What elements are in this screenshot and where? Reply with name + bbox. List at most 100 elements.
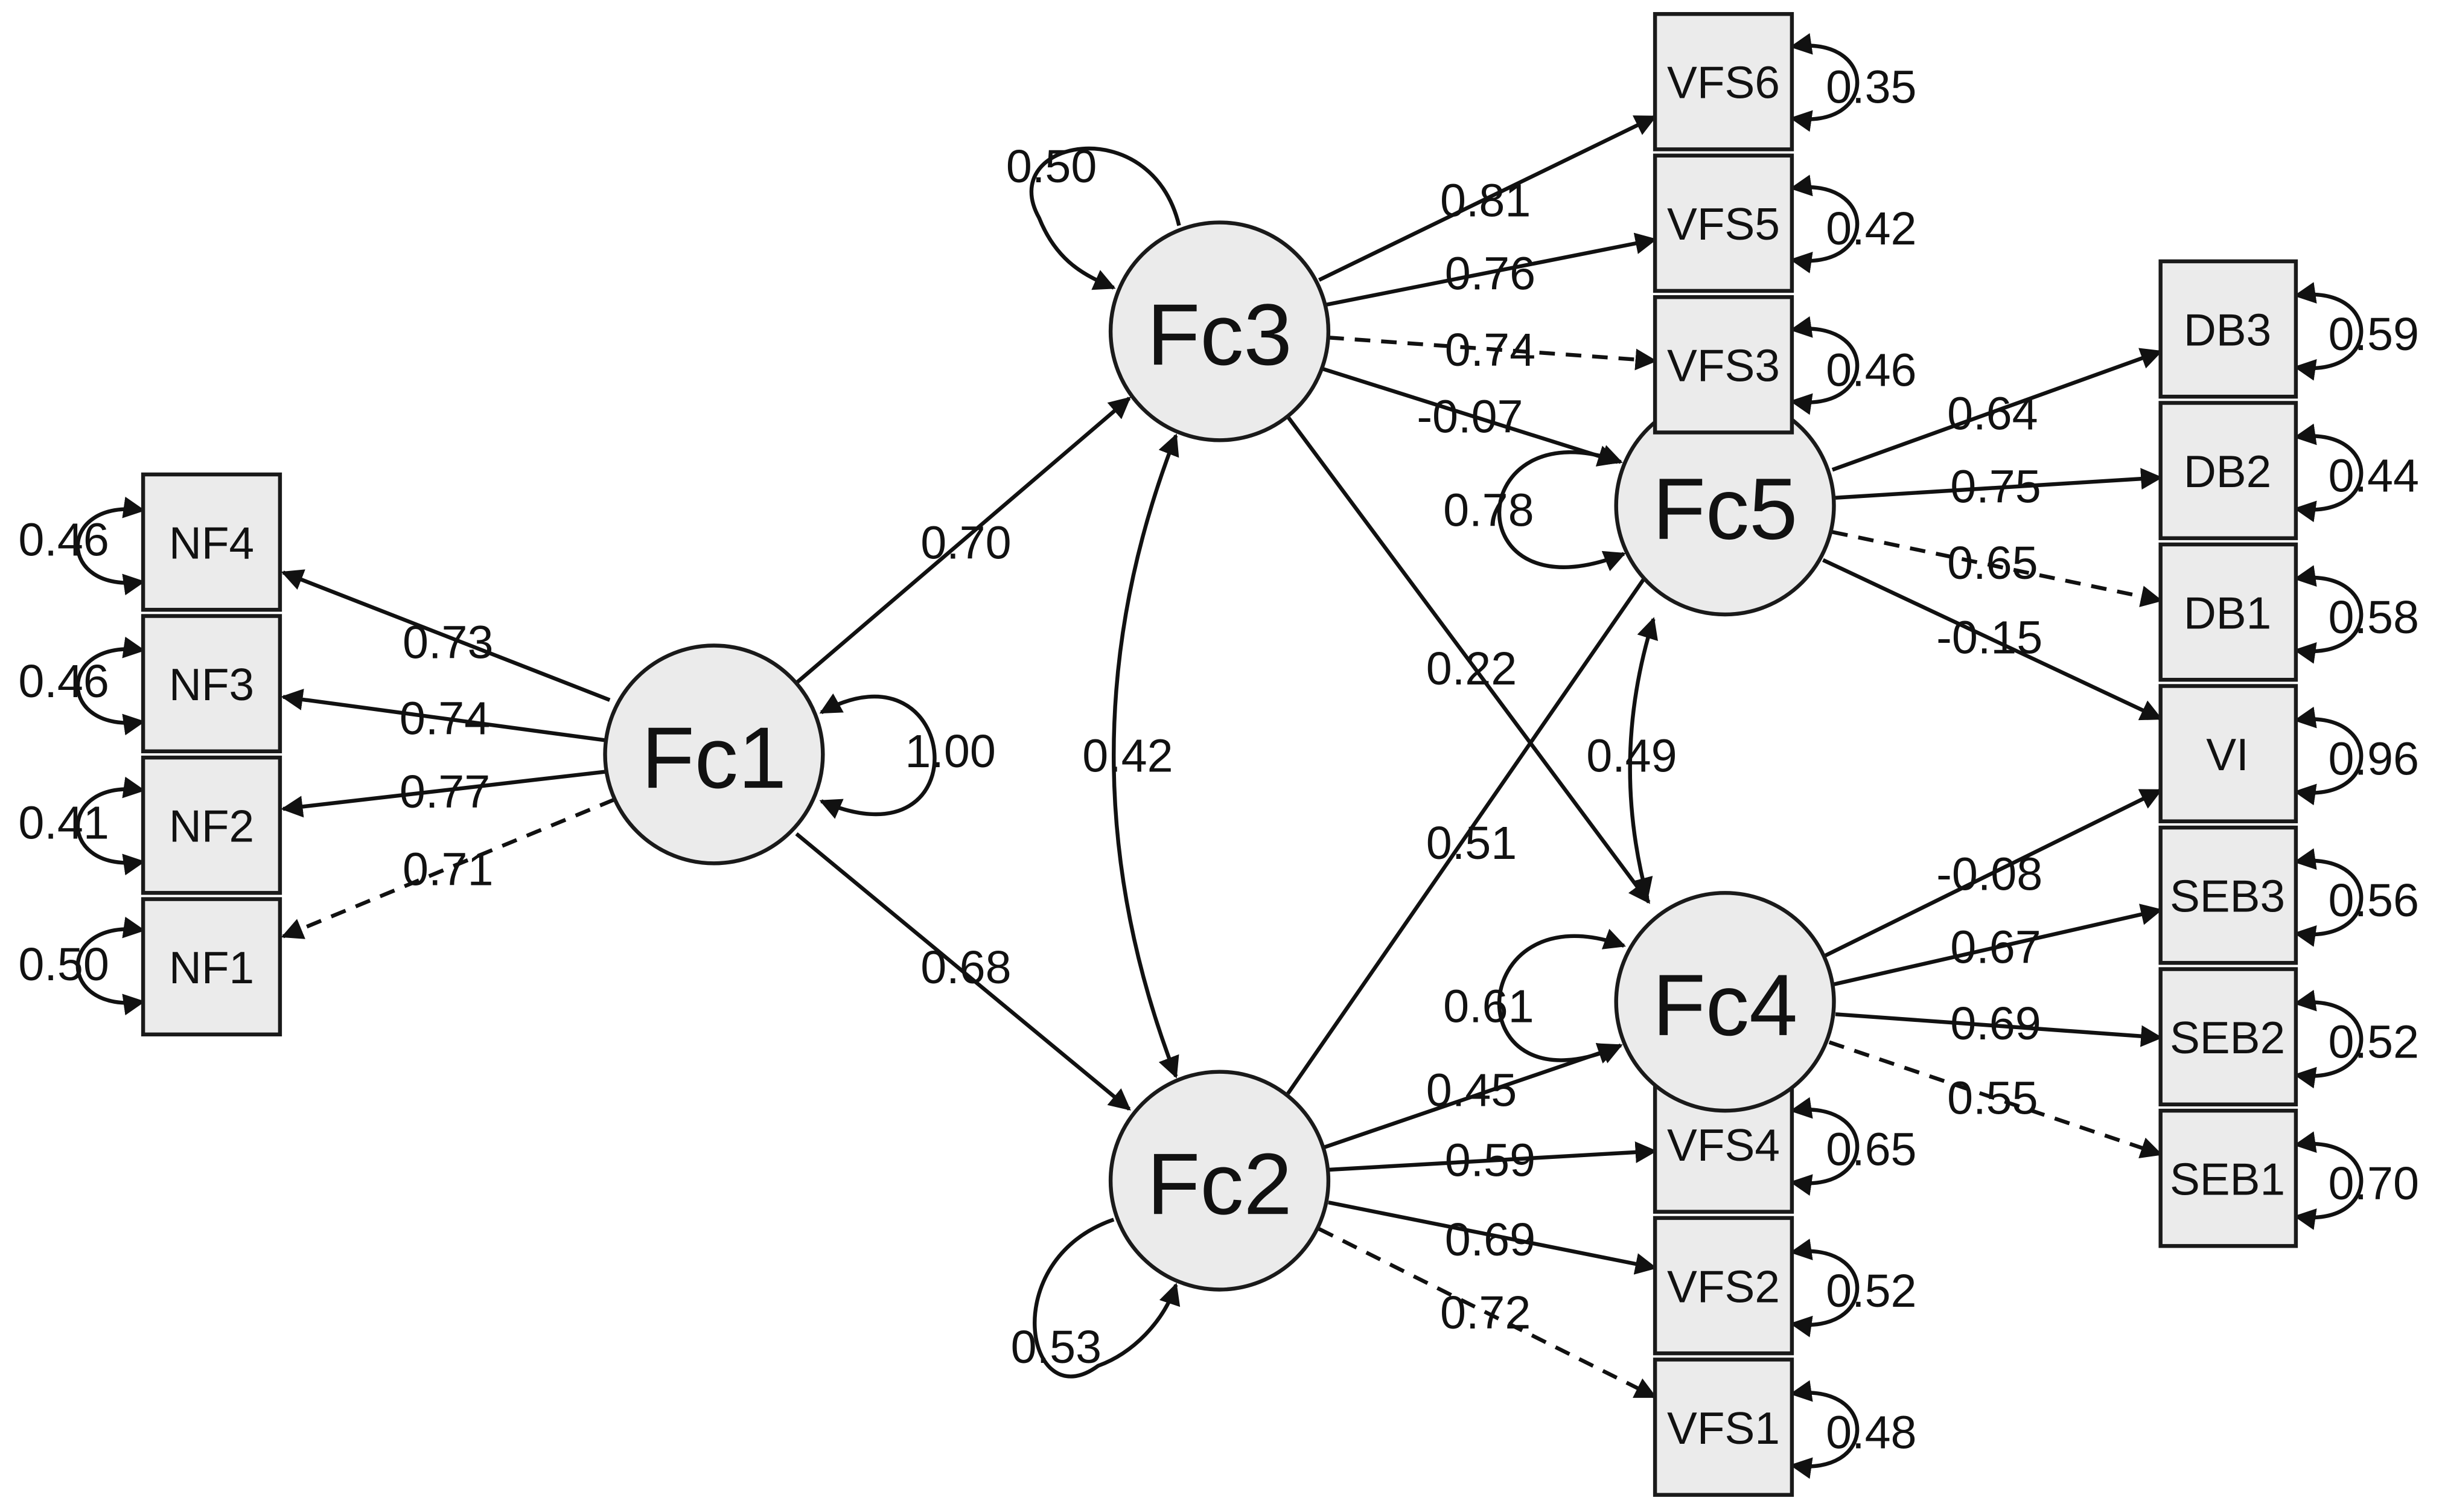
latent-fc5: Fc5 xyxy=(1614,394,1836,617)
variance-label: 0.65 xyxy=(1826,1124,1916,1176)
edge-fc3-vfs3 xyxy=(1328,336,1657,371)
edge-fc5-db1 xyxy=(1832,530,2163,607)
edge-fc2-fc5 xyxy=(1286,552,1663,1095)
variance-label: 0.61 xyxy=(1443,980,1534,1032)
edge-fc4-seb2 xyxy=(1835,1012,2163,1047)
indicator-label: NF4 xyxy=(169,517,254,568)
indicator-db3: DB3 xyxy=(2158,259,2298,399)
indicator-vfs3: VFS3 xyxy=(1653,295,1794,435)
edge-fc1-nf4 xyxy=(281,569,611,702)
path-label: 0.70 xyxy=(920,517,1011,569)
variance-label: 0.46 xyxy=(18,656,109,707)
loading-label: 0.75 xyxy=(1950,461,2041,513)
loading-label: 0.81 xyxy=(1440,174,1531,226)
var-loop-seb2 xyxy=(2294,989,2364,1089)
edge-fc3-fc4 xyxy=(1286,415,1651,904)
indicator-label: VFS5 xyxy=(1667,199,1780,249)
latent-label: Fc4 xyxy=(1653,956,1798,1054)
loading-label: 0.74 xyxy=(400,693,490,745)
indicator-nf4: NF4 xyxy=(141,472,282,612)
var-loop-nf3 xyxy=(75,636,145,736)
indicator-label: VFS1 xyxy=(1667,1403,1780,1453)
indicator-db2: DB2 xyxy=(2158,401,2298,540)
path-label: -0.07 xyxy=(1417,391,1523,443)
loading-label: 0.69 xyxy=(1950,998,2041,1050)
var-loop-vfs3 xyxy=(1790,316,1860,415)
loading-label: 0.55 xyxy=(1947,1072,2038,1124)
cov-fc3-fc2 xyxy=(1112,433,1179,1079)
indicator-label: DB2 xyxy=(2184,446,2271,497)
edge-fc1-nf3 xyxy=(281,689,607,742)
loading-label: 0.73 xyxy=(403,616,493,668)
variance-label: 0.50 xyxy=(1006,141,1097,193)
loading-label: 0.71 xyxy=(403,844,493,896)
path-label: 0.68 xyxy=(920,942,1011,994)
var-loop-vfs4 xyxy=(1790,1097,1860,1196)
loading-label: 0.72 xyxy=(1440,1287,1531,1339)
covariance-label: 0.49 xyxy=(1586,730,1677,782)
var-loop-nf1 xyxy=(75,916,145,1016)
indicator-label: DB3 xyxy=(2184,304,2271,355)
variance-label: 1.00 xyxy=(905,726,995,777)
variance-label: 0.46 xyxy=(18,514,109,566)
indicator-seb1: SEB1 xyxy=(2158,1108,2298,1248)
edge-fc4-seb1 xyxy=(1828,1040,2163,1158)
edge-fc4-vi xyxy=(1822,788,2163,959)
path-label: 0.22 xyxy=(1426,643,1517,695)
latent-fc2: Fc2 xyxy=(1108,1070,1331,1292)
indicator-label: DB1 xyxy=(2184,587,2271,638)
variance-label: 0.58 xyxy=(2329,592,2419,643)
indicator-seb3: SEB3 xyxy=(2158,825,2298,965)
loading-label: 0.77 xyxy=(400,766,490,818)
loading-label: 0.64 xyxy=(1947,388,2038,440)
indicator-label: VFS4 xyxy=(1667,1120,1780,1170)
var-loop-vfs5 xyxy=(1790,174,1860,273)
latent-fc4: Fc4 xyxy=(1614,891,1836,1113)
var-loop-db2 xyxy=(2294,423,2364,523)
edge-fc2-vfs1 xyxy=(1318,1227,1657,1399)
indicator-vfs5: VFS5 xyxy=(1653,153,1794,293)
variance-label: 0.56 xyxy=(2329,875,2419,927)
variance-label: 0.52 xyxy=(2329,1016,2419,1068)
indicator-vfs1: VFS1 xyxy=(1653,1357,1794,1497)
indicator-label: VI xyxy=(2206,729,2249,780)
indicator-nf2: NF2 xyxy=(141,755,282,895)
edge-fc3-fc5 xyxy=(1321,366,1620,467)
var-loop-fc4 xyxy=(1497,928,1626,1064)
variance-label: 0.44 xyxy=(2329,450,2419,502)
covariance-label: 0.42 xyxy=(1082,730,1173,782)
edge-fc1-fc3 xyxy=(795,397,1131,684)
indicator-label: NF2 xyxy=(169,800,254,851)
var-loop-fc3 xyxy=(1029,146,1181,290)
variance-label: 0.41 xyxy=(18,797,109,849)
latent-fc1: Fc1 xyxy=(603,643,825,866)
var-loop-db1 xyxy=(2294,565,2364,664)
indicator-label: SEB3 xyxy=(2170,870,2285,921)
edge-fc1-nf2 xyxy=(281,770,607,818)
var-loop-vfs1 xyxy=(1790,1380,1860,1479)
loading-label: -0.15 xyxy=(1936,612,2042,664)
variance-label: 0.59 xyxy=(2329,308,2419,360)
var-loop-nf2 xyxy=(75,776,145,876)
latent-label: Fc3 xyxy=(1147,285,1292,383)
indicator-db1: DB1 xyxy=(2158,542,2298,682)
loading-label: 0.67 xyxy=(1950,921,2041,973)
var-loop-db3 xyxy=(2294,282,2364,381)
loading-label: 0.74 xyxy=(1445,324,1535,376)
indicator-vfs2: VFS2 xyxy=(1653,1216,1794,1356)
path-label: 0.51 xyxy=(1426,817,1517,869)
edge-fc2-fc4 xyxy=(1321,1042,1620,1150)
edge-fc2-vfs2 xyxy=(1328,1200,1657,1275)
indicator-seb2: SEB2 xyxy=(2158,967,2298,1107)
loading-label: 0.69 xyxy=(1445,1214,1535,1266)
indicator-label: VFS2 xyxy=(1667,1261,1780,1312)
indicator-label: SEB1 xyxy=(2170,1153,2285,1204)
path-label: 0.45 xyxy=(1426,1065,1517,1117)
variance-label: 0.48 xyxy=(1826,1407,1916,1459)
edge-fc5-vi xyxy=(1822,558,2163,721)
indicator-nf1: NF1 xyxy=(141,897,282,1037)
edge-fc2-vfs4 xyxy=(1328,1141,1657,1172)
indicator-label: VFS3 xyxy=(1667,340,1780,391)
edge-fc4-seb3 xyxy=(1832,904,2163,987)
